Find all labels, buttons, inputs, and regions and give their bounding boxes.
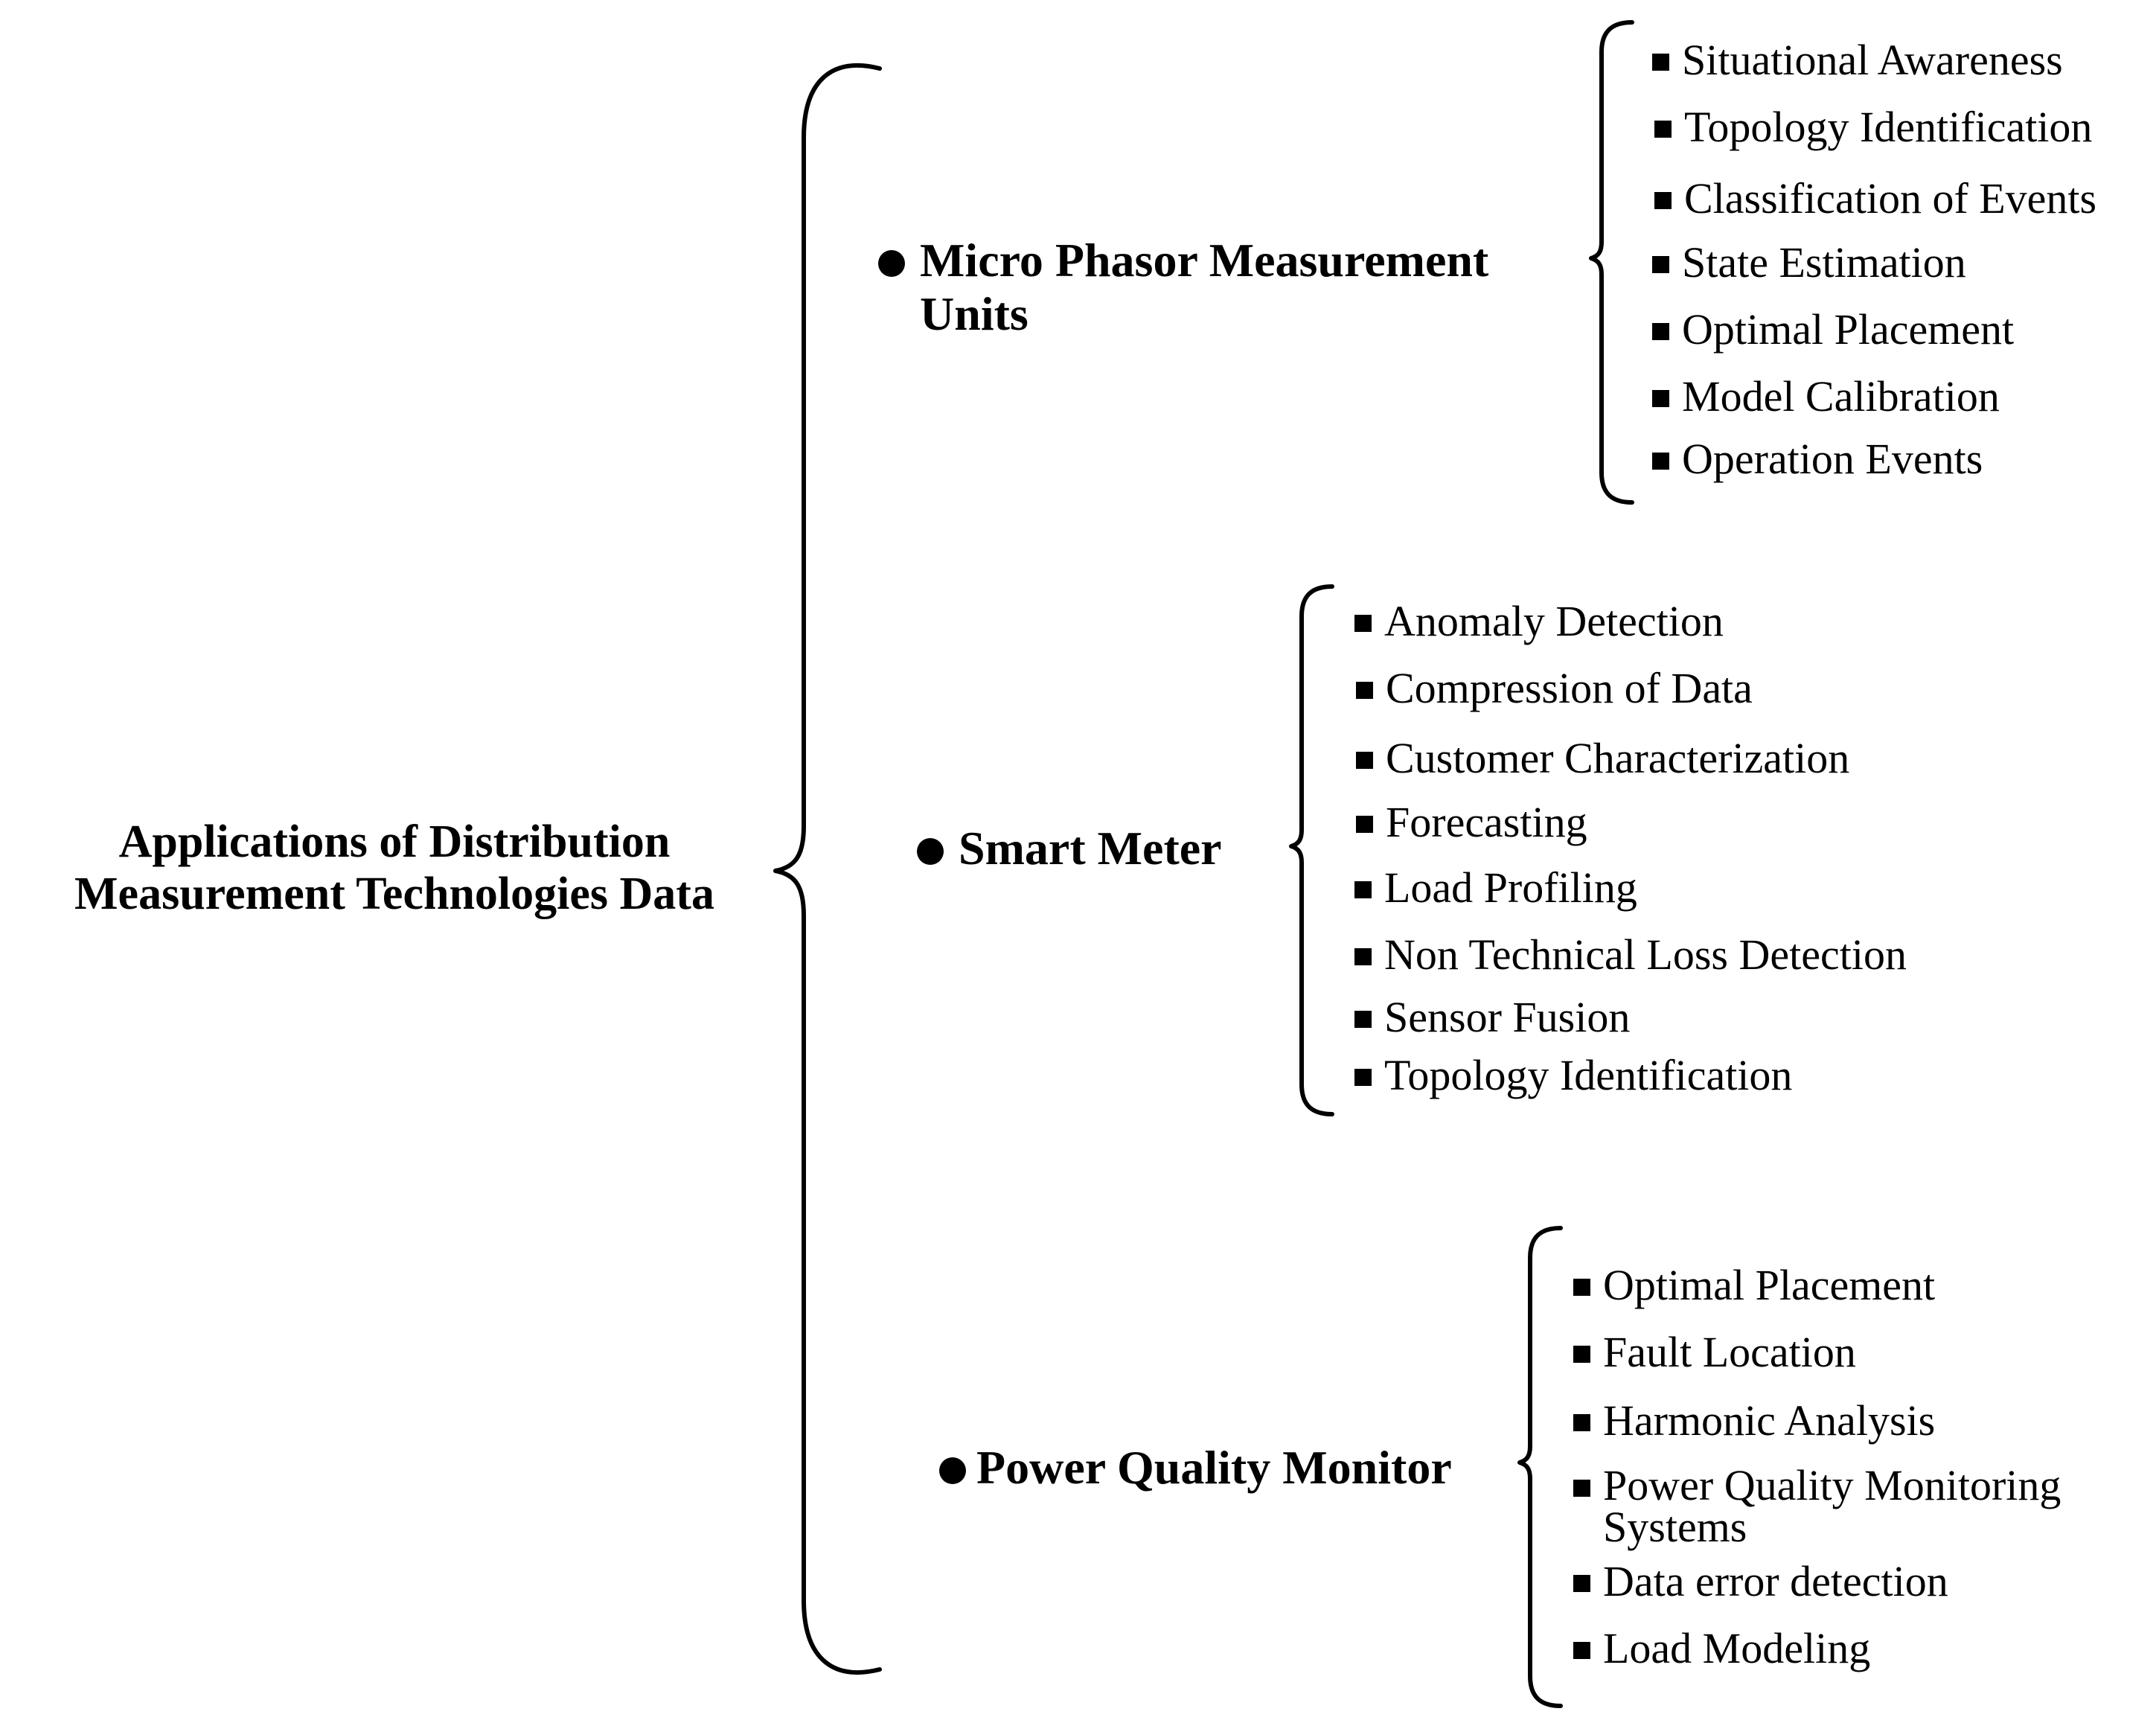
list-item: Load Modeling [1573,1627,1870,1670]
filled-square-icon [1354,881,1372,898]
root-title-line-2: Measurement Technologies Data [74,869,714,919]
list-item: Topology Identification [1654,106,2092,149]
list-item: Anomaly Detection [1354,600,1724,643]
category-micro-pmu-label-line-2: Units [920,287,1029,340]
list-item: State Estimation [1652,241,1966,284]
list-item-label: Optimal Placement [1603,1261,1936,1309]
list-item-label: Forecasting [1386,798,1587,846]
list-item-label-continuation: Systems [1603,1503,1747,1551]
category-power-quality-monitor: Power Quality Monitor [939,1441,1452,1495]
category-power-quality-monitor-label: Power Quality Monitor [976,1441,1452,1494]
list-item-label: Optimal Placement [1682,305,2015,354]
list-item: Sensor Fusion [1354,996,1630,1039]
list-item-label: Model Calibration [1682,372,2000,421]
main-brace [773,63,882,1675]
filled-square-icon [1354,948,1372,965]
filled-square-icon [1654,192,1672,209]
category-micro-pmu: Micro Phasor Measurement Units [878,234,1488,341]
list-item-label: Data error detection [1603,1557,1948,1605]
list-item: Compression of Data [1356,667,1753,710]
filled-square-icon [1354,615,1372,632]
list-item-label: Sensor Fusion [1384,993,1631,1041]
list-item: Model Calibration [1652,375,2000,418]
filled-square-icon [1573,1346,1590,1363]
list-item: Fault Location [1573,1331,1856,1374]
list-item: Forecasting [1356,801,1587,844]
category-smart-meter: Smart Meter [917,822,1222,875]
filled-square-icon [1573,1279,1590,1296]
list-item-label: Customer Characterization [1386,734,1850,782]
list-item: Operation Events [1652,438,1983,481]
list-item: Topology Identification [1354,1054,1792,1097]
list-item-label: Non Technical Loss Detection [1384,930,1907,979]
list-item-label: Topology Identification [1684,103,2093,151]
filled-square-icon [1354,1069,1372,1086]
filled-square-icon [1356,752,1373,769]
filled-square-icon [1356,816,1373,833]
list-item-label: Operation Events [1682,435,1983,483]
list-item: Optimal Placement [1573,1264,1935,1307]
filled-square-icon [1652,323,1669,340]
list-item: Classification of Events [1654,177,2096,220]
list-item: Situational Awareness [1652,39,2063,82]
list-item: Power Quality Monitoring Systems [1573,1461,2061,1551]
root-title: Applications of Distribution Measurement… [22,816,767,920]
root-title-line-1: Applications of Distribution [118,816,671,867]
list-item-label: Anomaly Detection [1384,597,1724,645]
filled-square-icon [1354,1011,1372,1028]
list-item: Non Technical Loss Detection [1354,933,1907,977]
list-item-label: Compression of Data [1386,664,1753,712]
filled-square-icon [1356,682,1373,699]
list-item: Load Profiling [1354,866,1637,910]
filled-square-icon [1652,453,1669,470]
list-item-label: Classification of Events [1684,174,2097,223]
list-item: Harmonic Analysis [1573,1399,1935,1442]
micro-pmu-brace [1589,20,1634,505]
filled-circle-icon [939,1457,966,1484]
filled-square-icon [1573,1642,1590,1659]
list-item-label: Load Profiling [1384,863,1637,912]
filled-square-icon [1573,1575,1590,1592]
smart-meter-brace [1289,584,1334,1116]
list-item-label: Topology Identification [1384,1051,1793,1099]
filled-square-icon [1652,256,1669,273]
power-quality-brace [1517,1226,1563,1708]
list-item: Optimal Placement [1652,308,2014,351]
filled-square-icon [1573,1414,1590,1431]
filled-square-icon [1573,1480,1590,1497]
list-item-label: State Estimation [1682,238,1966,287]
filled-square-icon [1652,390,1669,407]
category-micro-pmu-label-line-1: Micro Phasor Measurement [920,234,1489,287]
category-smart-meter-label: Smart Meter [959,822,1222,875]
filled-circle-icon [878,250,905,277]
list-item-label: Harmonic Analysis [1603,1396,1936,1445]
filled-square-icon [1652,54,1669,71]
list-item-label: Power Quality Monitoring [1603,1461,2061,1509]
list-item-label: Load Modeling [1603,1624,1871,1672]
list-item: Data error detection [1573,1560,1948,1603]
list-item-label: Situational Awareness [1682,36,2063,84]
list-item-label: Fault Location [1603,1328,1856,1376]
filled-circle-icon [917,838,944,865]
list-item: Customer Characterization [1356,737,1849,780]
filled-square-icon [1654,121,1672,138]
